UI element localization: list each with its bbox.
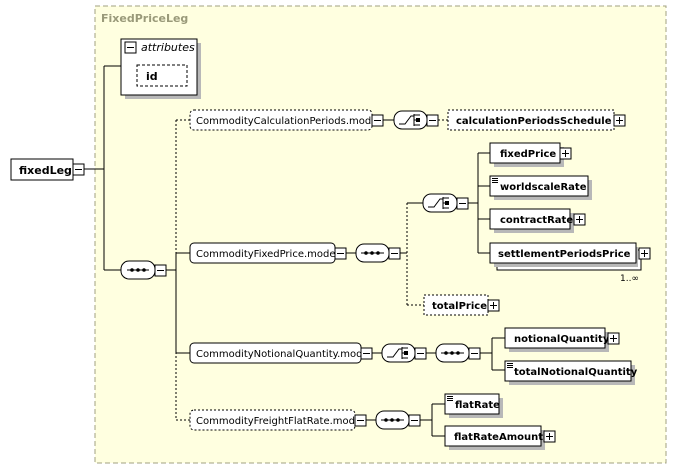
element-settlement-periods-price[interactable]: settlementPeriodsPrice 1..∞ (489, 242, 651, 284)
complex-type-title: FixedPriceLeg (101, 12, 188, 25)
attribute-id-box[interactable] (136, 64, 188, 87)
attributes-collapse-icon[interactable] (124, 41, 137, 54)
notional-quantity-expand-icon[interactable] (607, 332, 620, 345)
flat-rate-simple-content-icon (447, 396, 453, 401)
calculation-periods-schedule-expand-icon[interactable] (613, 114, 626, 127)
total-notional-quantity-label: totalNotionalQuantity (514, 367, 638, 378)
choice-compositor-notional[interactable] (381, 343, 427, 363)
sequence-compositor-fixed[interactable] (355, 243, 401, 263)
group-commodity-freight-flat-rate[interactable]: CommodityFreightFlatRate.model (189, 409, 367, 431)
flat-rate-label: flatRate (455, 400, 500, 411)
total-notional-quantity-simple-content-icon (507, 363, 513, 368)
notional-sequence-collapse-icon[interactable] (468, 347, 481, 360)
element-flat-rate-amount[interactable]: flatRateAmount (444, 425, 556, 450)
element-worldscale-rate[interactable]: worldscaleRate (489, 175, 592, 200)
group-freight-label: CommodityFreightFlatRate.model (196, 416, 364, 427)
element-fixed-leg[interactable]: fixedLeg (10, 158, 85, 181)
element-total-notional-quantity[interactable]: totalNotionalQuantity (504, 360, 638, 385)
settlement-periods-price-expand-icon[interactable] (638, 247, 651, 260)
worldscale-rate-label: worldscaleRate (500, 182, 587, 193)
fixed-choice-collapse-icon[interactable] (456, 197, 469, 210)
notional-quantity-label: notionalQuantity (514, 334, 610, 345)
settlement-periods-price-label: settlementPeriodsPrice (498, 249, 631, 260)
worldscale-rate-simple-content-icon (492, 178, 498, 183)
sequence-compositor-main[interactable] (120, 260, 167, 280)
calculation-periods-schedule-label: calculationPeriodsSchedule (456, 116, 612, 127)
contract-rate-expand-icon[interactable] (573, 213, 586, 226)
group-notional-label: CommodityNotionalQuantity.model (196, 349, 371, 360)
settlement-periods-price-cardinality: 1..∞ (620, 274, 639, 284)
fixed-group-collapse-icon[interactable] (334, 247, 347, 260)
flat-rate-amount-label: flatRateAmount (454, 432, 543, 443)
group-commodity-notional-quantity[interactable]: CommodityNotionalQuantity.model (189, 342, 373, 364)
attributes-label: attributes (141, 41, 195, 54)
sequence-collapse-icon[interactable] (154, 264, 167, 277)
total-price-expand-icon[interactable] (487, 299, 500, 312)
attribute-id: id (146, 70, 158, 83)
group-commodity-calculation-periods[interactable]: CommodityCalculationPeriods.model (189, 109, 384, 131)
calc-group-collapse-icon[interactable] (371, 114, 384, 127)
fixed-price-expand-icon[interactable] (559, 147, 572, 160)
group-fixed-label: CommodityFixedPrice.model (196, 249, 338, 260)
attributes-box: attributes id (120, 38, 201, 99)
element-notional-quantity[interactable]: notionalQuantity (504, 327, 620, 352)
element-flat-rate[interactable]: flatRate (444, 393, 503, 418)
group-commodity-fixed-price[interactable]: CommodityFixedPrice.model (189, 242, 347, 264)
group-calc-label: CommodityCalculationPeriods.model (196, 116, 380, 127)
sequence-compositor-notional[interactable] (435, 343, 481, 363)
contract-rate-label: contractRate (500, 215, 573, 226)
choice-compositor-fixed[interactable] (422, 193, 469, 213)
element-fixed-leg-label: fixedLeg (19, 164, 72, 177)
notional-group-collapse-icon[interactable] (360, 347, 373, 360)
fixed-sequence-collapse-icon[interactable] (388, 247, 401, 260)
notional-choice-collapse-icon[interactable] (414, 347, 427, 360)
calc-choice-collapse-icon[interactable] (426, 114, 439, 127)
connector-lines (84, 65, 505, 437)
freight-group-collapse-icon[interactable] (354, 414, 367, 427)
total-price-label: totalPrice (432, 301, 487, 312)
sequence-compositor-freight[interactable] (375, 410, 421, 430)
element-contract-rate[interactable]: contractRate (489, 208, 586, 233)
freight-sequence-collapse-icon[interactable] (408, 414, 421, 427)
fixed-price-label: fixedPrice (500, 149, 556, 160)
flat-rate-amount-expand-icon[interactable] (543, 430, 556, 443)
element-fixed-price[interactable]: fixedPrice (489, 142, 572, 167)
element-calculation-periods-schedule[interactable]: calculationPeriodsSchedule (447, 109, 626, 131)
choice-compositor-calc[interactable] (393, 110, 439, 130)
element-total-price[interactable]: totalPrice (423, 294, 500, 316)
fixed-leg-collapse-icon[interactable] (72, 163, 85, 176)
